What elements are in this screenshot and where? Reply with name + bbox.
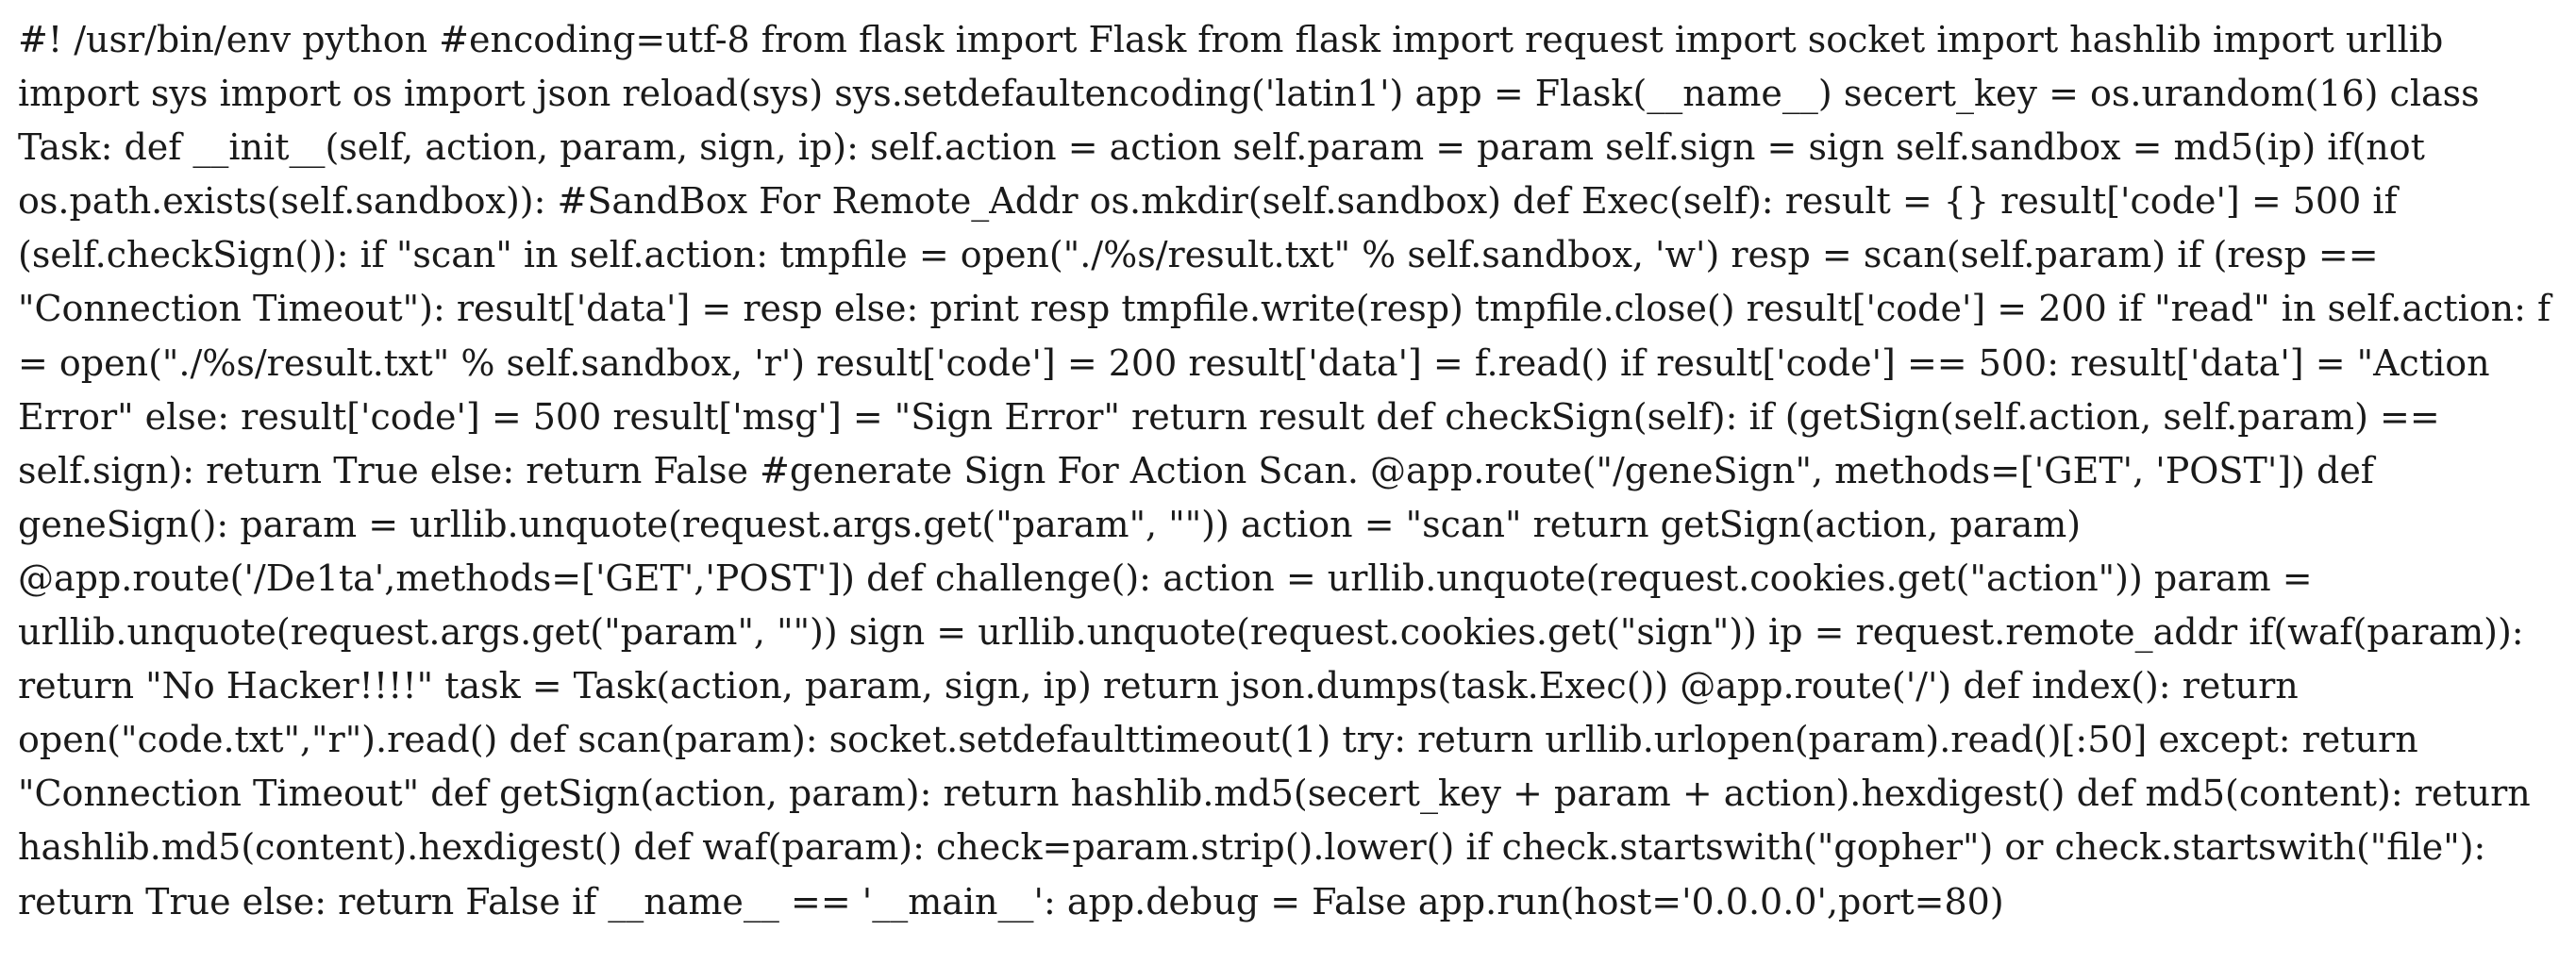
source-code-text: #! /usr/bin/env python #encoding=utf-8 f… [18, 19, 2551, 922]
